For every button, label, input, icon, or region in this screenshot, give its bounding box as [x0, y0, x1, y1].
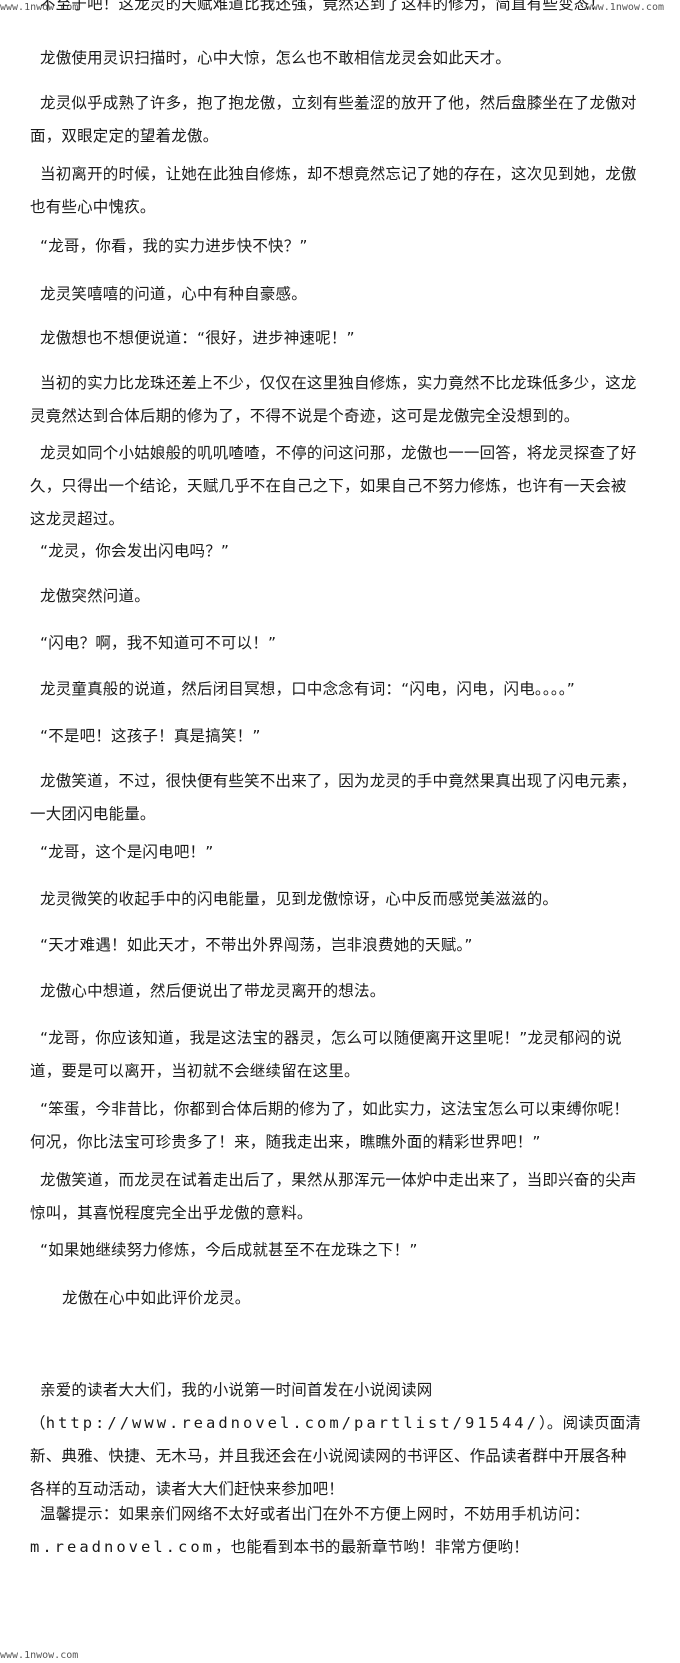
paragraph: “龙哥，你看，我的实力进步快不快？” [40, 237, 308, 255]
paragraph: “闪电？啊，我不知道可不可以！” [40, 634, 277, 652]
author-notice: 亲爱的读者大大们，我的小说第一时间首发在小说阅读网（http://www.rea… [30, 1374, 642, 1506]
notice-intro: 亲爱的读者大大们，我的小说第一时间首发在小说阅读网（ [30, 1381, 433, 1432]
paragraph: 龙傲笑道，不过，很快便有些笑不出来了，因为龙灵的手中竟然果真出现了闪电元素，一大… [30, 772, 637, 823]
paragraph: 龙灵笑嘻嘻的问道，心中有种自豪感。 [40, 285, 307, 303]
notice-url[interactable]: http://www.readnovel.com/partlist/91544/ [45, 1414, 539, 1432]
tip-intro: 温馨提示：如果亲们网络不太好或者出门在外不方便上网时，不妨用手机访问： [40, 1505, 590, 1523]
paragraph: “不是吧！这孩子！真是搞笑！” [40, 727, 261, 745]
tip-url[interactable]: m.readnovel.com [30, 1538, 215, 1556]
paragraph: 龙傲使用灵识扫描时，心中大惊，怎么也不敢相信龙灵会如此天才。 [40, 49, 512, 67]
watermark-bottom-left: www.1nwow.com [0, 1650, 79, 1661]
paragraph: 当初的实力比龙珠还差上不少，仅仅在这里独自修炼，实力竟然不比龙珠低多少，这龙灵竟… [30, 374, 637, 425]
paragraph: 当初离开的时候，让她在此独自修炼，却不想竟然忘记了她的存在，这次见到她，龙傲也有… [30, 165, 637, 216]
mobile-tip: 温馨提示：如果亲们网络不太好或者出门在外不方便上网时，不妨用手机访问： m.rea… [30, 1498, 642, 1564]
notice-rest: ）。阅读页面清新、典雅、快捷、无木马，并且我还会在小说阅读网的书评区、作品读者群… [30, 1414, 642, 1498]
paragraph: “天才难遇！如此天才，不带出外界闯荡，岂非浪费她的天赋。” [40, 936, 473, 954]
paragraph: 龙灵童真般的说道，然后闭目冥想，口中念念有词：“闪电，闪电，闪电。。。。” [40, 680, 575, 698]
paragraph: 龙傲笑道，而龙灵在试着走出后了，果然从那浑元一体炉中走出来了，当即兴奋的尖声惊叫… [30, 1171, 637, 1222]
paragraph: 龙灵微笑的收起手中的闪电能量，见到龙傲惊讶，心中反而感觉美滋滋的。 [40, 890, 559, 908]
paragraph: “如果她继续努力修炼，今后成就甚至不在龙珠之下！” [40, 1241, 418, 1259]
tip-rest: ，也能看到本书的最新章节哟！非常方便哟！ [214, 1538, 529, 1556]
paragraph: “笨蛋，今非昔比，你都到合体后期的修为了，如此实力，这法宝怎么可以束缚你呢！何况… [30, 1100, 630, 1151]
paragraph: “龙灵，你会发出闪电吗？” [40, 542, 230, 560]
paragraph: 不至于吧！这龙灵的天赋难道比我还强，竟然达到了这样的修为，简直有些变态！ [40, 0, 606, 13]
paragraph: 龙灵如同个小姑娘般的叽叽喳喳，不停的问这问那，龙傲也一一回答，将龙灵探查了好久，… [30, 444, 637, 528]
paragraph: “龙哥，你应该知道，我是这法宝的器灵，怎么可以随便离开这里呢！”龙灵郁闷的说道，… [30, 1029, 622, 1080]
watermark-top-left: www.1nwow.com [0, 2, 79, 13]
paragraph: 龙傲想也不想便说道：“很好，进步神速呢！” [40, 329, 355, 347]
paragraph: 龙傲突然问道。 [40, 587, 150, 605]
paragraph: 龙傲在心中如此评价龙灵。 [62, 1289, 251, 1307]
watermark-top-right: www.1nwow.com [585, 2, 664, 13]
paragraph: 龙傲心中想道，然后便说出了带龙灵离开的想法。 [40, 982, 386, 1000]
paragraph: “龙哥，这个是闪电吧！” [40, 843, 214, 861]
paragraph: 龙灵似乎成熟了许多，抱了抱龙傲，立刻有些羞涩的放开了他，然后盘膝坐在了龙傲对面，… [30, 94, 637, 145]
